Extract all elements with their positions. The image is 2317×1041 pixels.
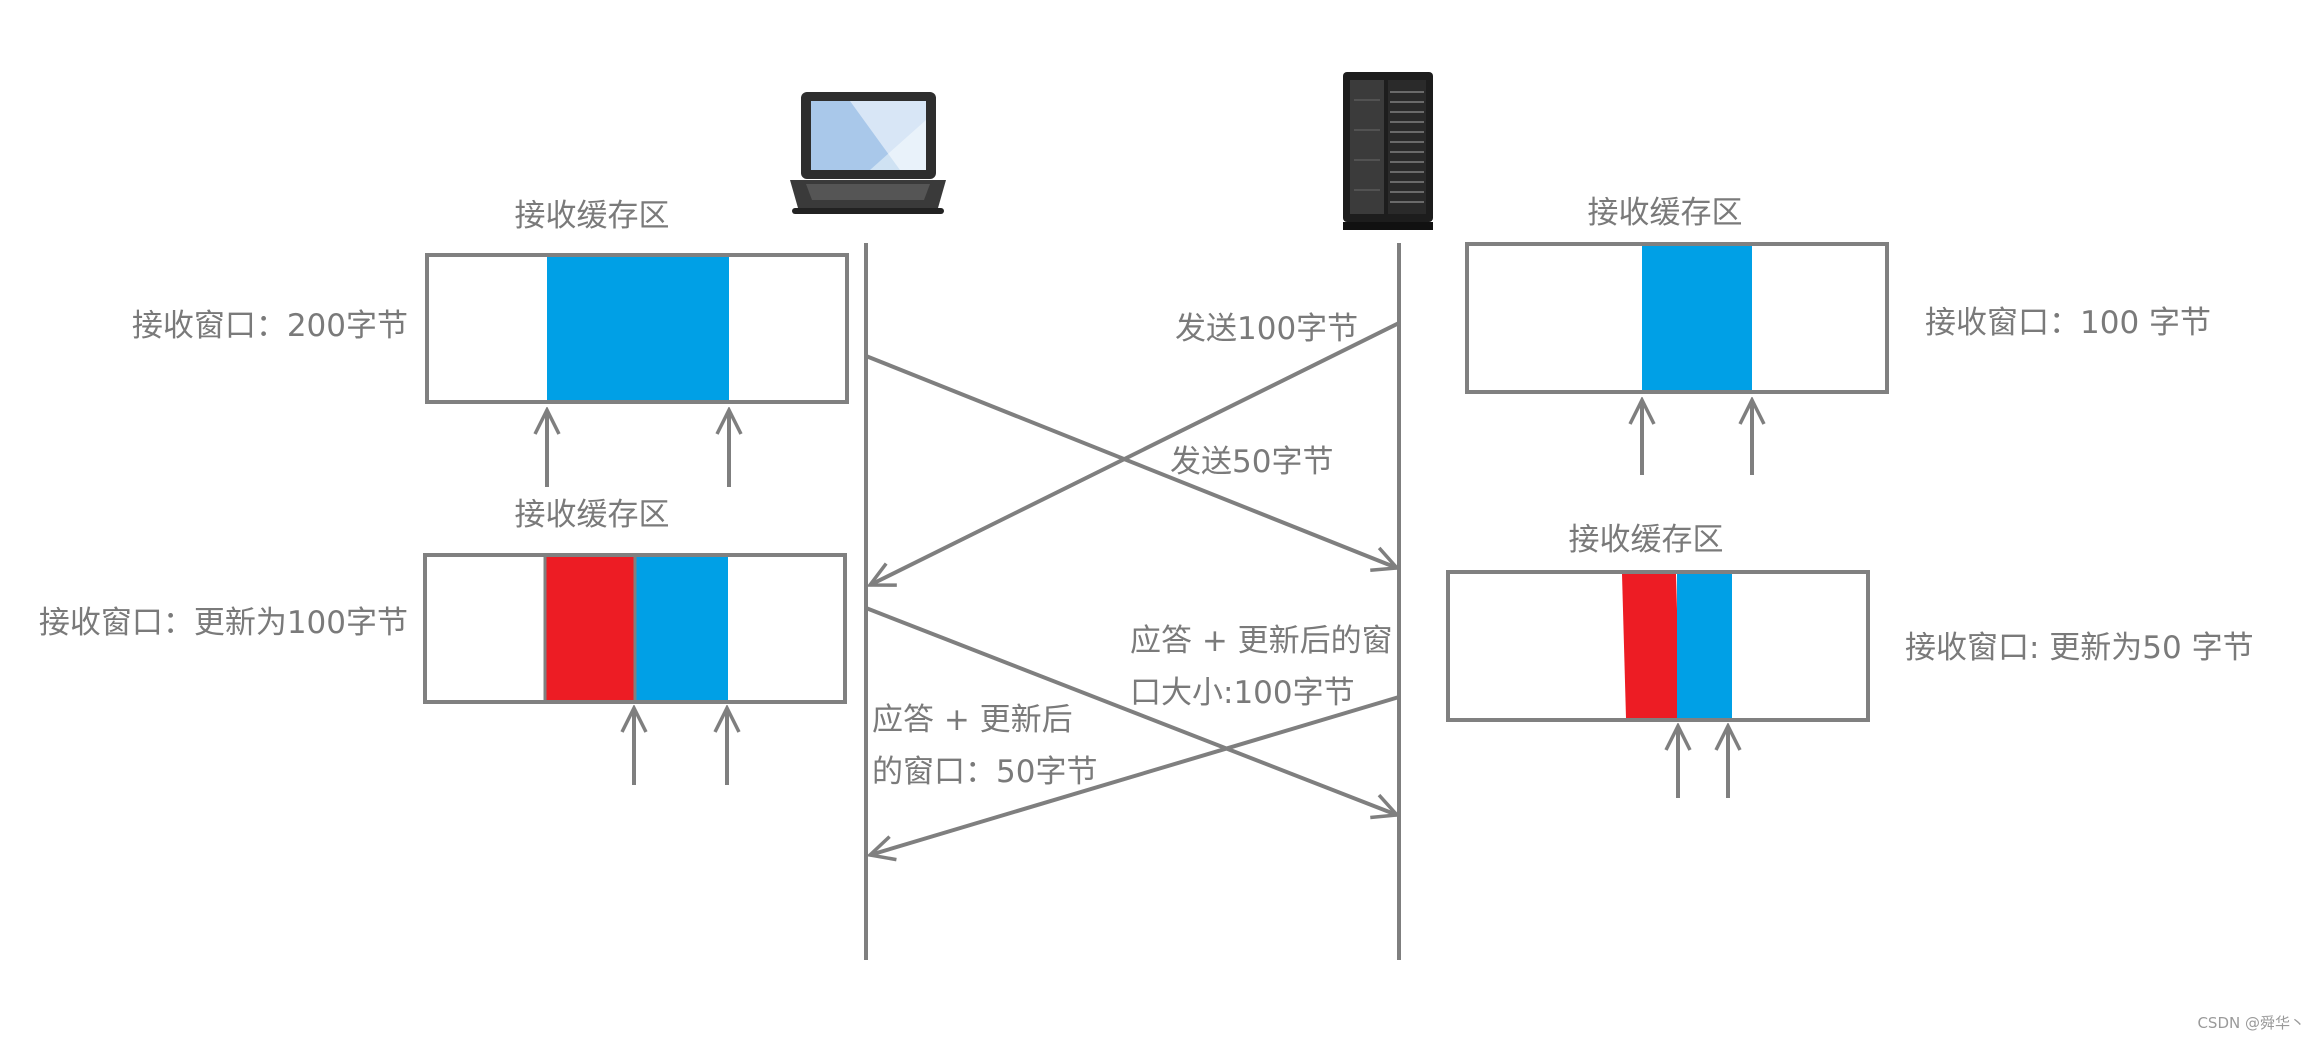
server-buffer-2-title: 接收缓存区: [1569, 522, 1724, 558]
server-buffer-1-window-label: 接收窗口：100 字节: [1925, 305, 2211, 341]
client-buffer-2-window-label: 接收窗口：更新为100字节: [39, 605, 408, 641]
server-ack-arrow: [870, 695, 1400, 855]
client-buffer-2-title: 接收缓存区: [515, 497, 670, 533]
server-rack-icon: [1343, 72, 1433, 230]
laptop-icon: [790, 92, 946, 214]
client-ack-arrow: [865, 606, 1397, 815]
client-ack-label-line-2: 的窗口：50字节: [872, 754, 1097, 790]
server-buffer-2-window-label: 接收窗口: 更新为50 字节: [1905, 630, 2254, 666]
server-ack-label-line-1: 应答 + 更新后的窗: [1130, 623, 1393, 659]
server-buffer-1-title: 接收缓存区: [1588, 195, 1743, 231]
server-send-label: 发送100字节: [1175, 311, 1358, 347]
client-buffer-2-free-window: [635, 557, 728, 700]
client-send-label: 发送50字节: [1170, 444, 1333, 480]
server-send-arrow: [870, 321, 1400, 585]
client-buffer-2-used-buffer: [545, 557, 635, 700]
watermark: CSDN @舜华丶: [2197, 1014, 2305, 1032]
client-send-arrow: [865, 354, 1397, 568]
server-buffer-2-free-window: [1677, 574, 1732, 718]
server-buffer-1-free-window: [1642, 246, 1752, 390]
server-buffer-2-used-buffer: [1622, 574, 1680, 718]
client-buffer-1-free-window: [547, 257, 729, 400]
client-buffer-1-window-label: 接收窗口：200字节: [132, 308, 408, 344]
client-ack-label-line-1: 应答 + 更新后: [872, 702, 1073, 738]
server-ack-label-line-2: 口大小:100字节: [1130, 675, 1355, 711]
client-buffer-1-title: 接收缓存区: [515, 198, 670, 234]
